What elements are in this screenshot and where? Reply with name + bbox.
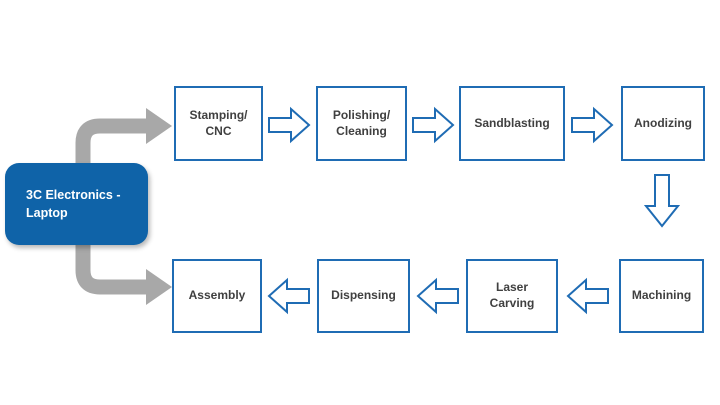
left-block-arrow-icon (267, 277, 310, 315)
process-box-machining: Machining (619, 259, 704, 333)
process-box-anodizing: Anodizing (621, 86, 705, 161)
curved-arrow-to-bottom-row-icon (75, 195, 172, 305)
process-box-label: Sandblasting (474, 115, 550, 130)
process-box-stamping-cnc: Stamping/ CNC (174, 86, 263, 161)
curved-arrow-to-top-row-icon (75, 108, 172, 215)
process-box-assembly: Assembly (172, 259, 262, 333)
process-box-dispensing: Dispensing (317, 259, 410, 333)
process-box-label: Stamping/ CNC (189, 107, 248, 138)
down-block-arrow-icon (644, 174, 680, 228)
process-box-laser-carving: Laser Carving (466, 259, 558, 333)
process-box-sandblasting: Sandblasting (459, 86, 565, 161)
process-box-polishing-cleaning: Polishing/ Cleaning (316, 86, 407, 161)
source-box-label: 3C Electronics - Laptop (26, 187, 121, 220)
right-block-arrow-icon (268, 106, 311, 144)
process-box-label: Polishing/ Cleaning (332, 107, 391, 138)
right-block-arrow-icon (412, 106, 455, 144)
process-box-label: Assembly (188, 288, 246, 303)
process-box-label: Laser Carving (489, 280, 535, 310)
source-box-3c-electronics-laptop: 3C Electronics - Laptop (5, 163, 148, 245)
process-box-label: Machining (631, 288, 692, 303)
process-box-label: Dispensing (331, 288, 396, 303)
left-block-arrow-icon (416, 277, 459, 315)
process-box-label: Anodizing (634, 115, 692, 130)
right-block-arrow-icon (571, 106, 614, 144)
left-block-arrow-icon (566, 277, 609, 315)
